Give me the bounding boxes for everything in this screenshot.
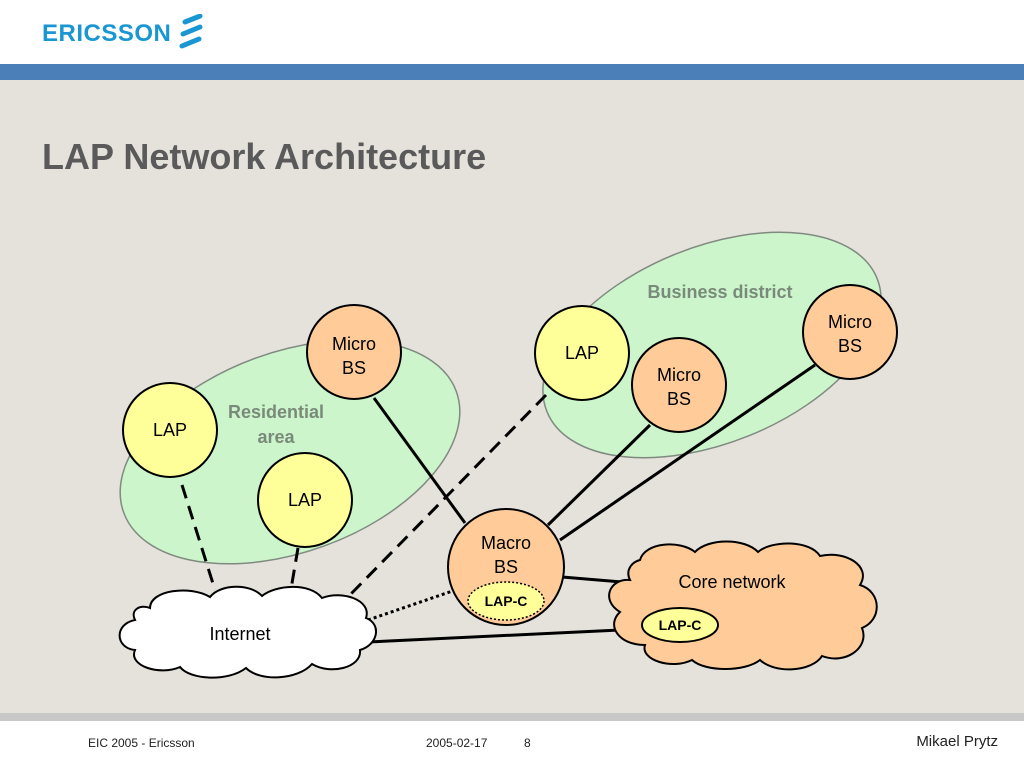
svg-text:BS: BS [838, 336, 862, 356]
residential-area-label: area [257, 427, 295, 447]
residential-area-label: Residential [228, 402, 324, 422]
micro-bs-node: Micro BS [306, 304, 402, 400]
micro-bs-node: Micro BS [802, 284, 898, 380]
lap-node: LAP [122, 382, 218, 478]
link-lap-bus-internet [343, 393, 548, 602]
svg-text:Micro: Micro [828, 312, 872, 332]
link-lap-res-left-internet [180, 484, 217, 591]
svg-text:LAP: LAP [153, 420, 187, 440]
link-internet-core [367, 628, 621, 644]
core-lapc-node [641, 607, 719, 643]
lap-node: LAP [257, 452, 353, 548]
lap-node: LAP [534, 305, 630, 401]
svg-text:LAP: LAP [288, 490, 322, 510]
ericsson-logo-text: ERICSSON [42, 20, 172, 47]
slide-footer: EIC 2005 - Ericsson 2005-02-17 8 Mikael … [0, 721, 1024, 768]
internet-label: Internet [209, 624, 270, 644]
footer-band [0, 713, 1024, 721]
link-micro-res-macro [372, 397, 467, 524]
link-lap-res-mid-internet [288, 547, 300, 596]
core-network-cloud: Core network LAP-C [608, 540, 878, 671]
svg-text:Micro: Micro [657, 365, 701, 385]
page-number: 8 [524, 736, 531, 750]
internet-cloud: Internet [118, 585, 377, 679]
macro-lapc-node [467, 581, 545, 621]
core-lapc-label: LAP-C [659, 617, 702, 633]
slide-header: ERICSSON [0, 0, 1024, 64]
macro-lapc-label: LAP-C [485, 593, 528, 609]
ericsson-e-icon [179, 14, 203, 49]
svg-text:BS: BS [667, 389, 691, 409]
business-district-label: Business district [647, 282, 792, 302]
header-band [0, 64, 1024, 80]
svg-text:BS: BS [342, 358, 366, 378]
micro-bs-node: Micro BS [631, 337, 727, 433]
footer-author: Mikael Prytz [916, 733, 998, 750]
business-district-region [542, 231, 882, 459]
link-micro-bus-mid-macro [546, 423, 652, 527]
page-title: LAP Network Architecture [42, 136, 487, 177]
svg-text:LAP: LAP [565, 343, 599, 363]
link-macro-core [561, 575, 623, 584]
link-micro-bus-right-macro [559, 363, 816, 542]
svg-text:Macro: Macro [481, 533, 531, 553]
macro-bs-node: Macro BS LAP-C [447, 508, 565, 626]
svg-text:BS: BS [494, 557, 518, 577]
svg-text:Micro: Micro [332, 334, 376, 354]
residential-area-region [119, 339, 461, 565]
footer-date: 2005-02-17 [426, 736, 488, 750]
core-network-label: Core network [678, 572, 786, 592]
footer-event: EIC 2005 - Ericsson [88, 736, 195, 750]
